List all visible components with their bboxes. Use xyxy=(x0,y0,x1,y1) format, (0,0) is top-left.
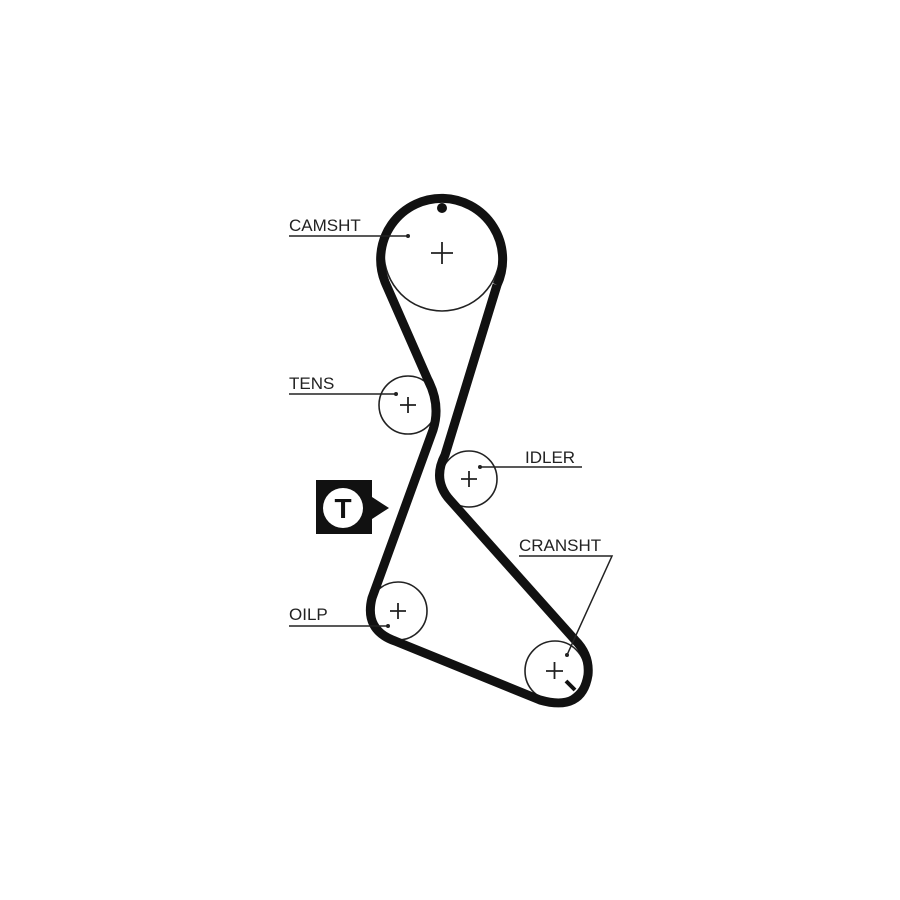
idler-center-icon xyxy=(461,471,477,487)
crankshaft-center-icon xyxy=(546,662,563,679)
crankshaft-label: CRANSHT xyxy=(519,536,601,555)
oil-pump-label: OILP xyxy=(289,605,328,624)
tension-badge-letter: T xyxy=(334,493,351,524)
crankshaft-leader xyxy=(519,555,614,656)
timing-belt xyxy=(365,193,593,708)
tension-point-badge: T xyxy=(316,480,389,534)
camshaft-label: CAMSHT xyxy=(289,216,361,235)
tensioner-center-icon xyxy=(400,397,416,413)
crankshaft-timing-mark-icon xyxy=(564,679,577,692)
idler-label: IDLER xyxy=(525,448,575,467)
oil-pump-center-icon xyxy=(390,603,406,619)
pulley-center-marks xyxy=(390,242,563,679)
tensioner-label: TENS xyxy=(289,374,334,393)
camshaft-timing-mark-icon xyxy=(437,203,447,213)
camshaft-center-icon xyxy=(431,242,453,264)
